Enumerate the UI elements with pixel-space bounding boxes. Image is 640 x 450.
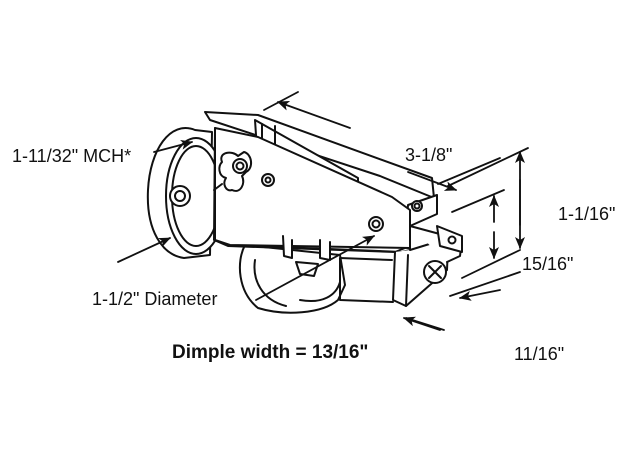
diameter-leader [255,235,375,301]
inner-height-label: 15/16" [522,254,574,274]
width-dimension-right [459,289,501,301]
front-wheel [238,244,346,314]
rear-wheel [146,127,227,259]
bottom-tabs [282,235,331,277]
dimple-width-label: Dimple width = 13/16" [172,342,369,363]
length-dimension-top [277,101,351,129]
height-extension-top [447,147,529,187]
length-dimension-bottom [407,171,457,191]
width-arrow-left [403,316,441,331]
inner-height-extension-lower [461,249,521,279]
mount-tab [436,225,463,253]
height-label: 1-1/16" [558,204,616,224]
wing-nut [213,151,252,192]
mch-label: 1-11/32" MCH* [12,146,132,166]
inner-height-extension [451,189,505,213]
side-screw [423,260,447,284]
diameter-label: 1-1/2" Diameter [92,289,218,309]
length-extension-top [263,91,299,111]
bracket-rivets [261,173,423,232]
mch-leader [153,139,193,153]
bracket-housing [213,127,463,307]
length-extension-bottom [437,157,501,185]
length-label: 3-1/8" [405,145,453,165]
width-label: 11/16" [514,344,565,364]
wheel-leader [117,237,171,263]
